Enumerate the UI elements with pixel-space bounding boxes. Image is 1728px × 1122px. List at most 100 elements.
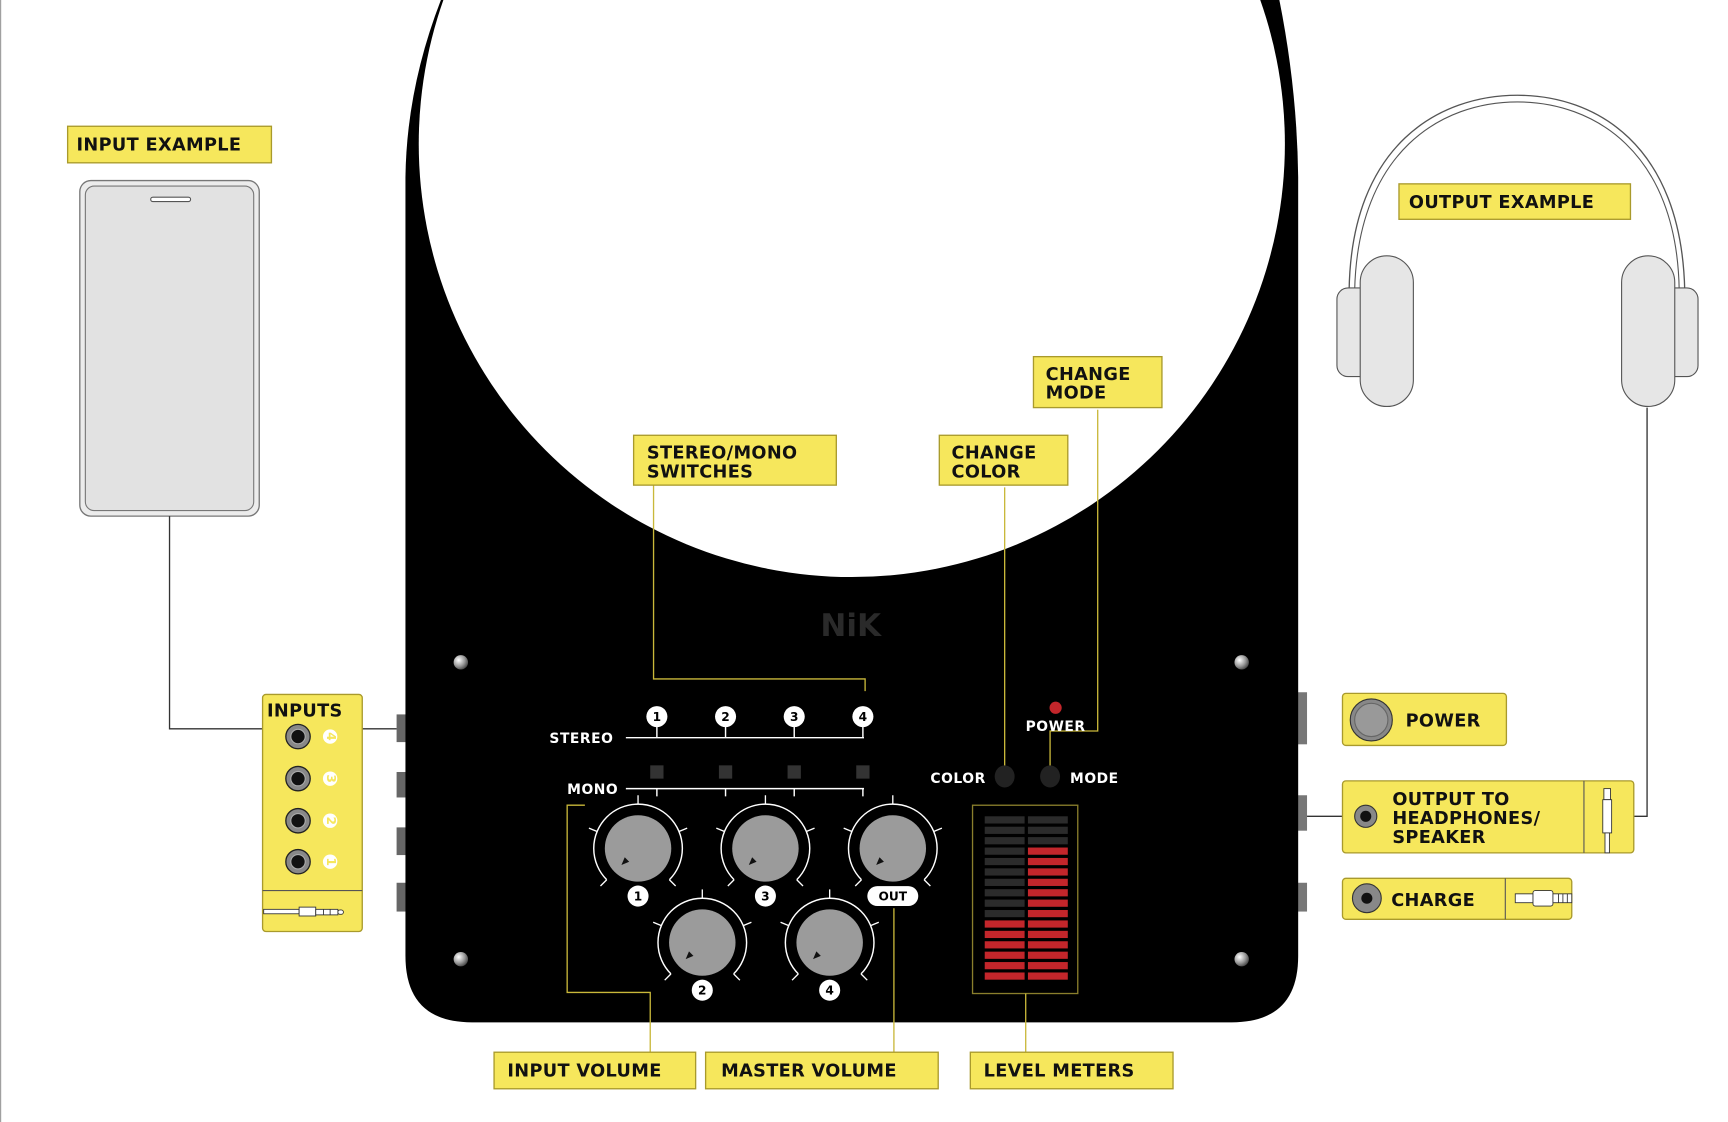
power-led-label: POWER	[1026, 719, 1086, 735]
callout-change-mode: CHANGE MODE	[1032, 355, 1163, 409]
stereo-switch-1[interactable]	[646, 706, 668, 728]
meter-segment-right	[1027, 847, 1068, 855]
meter-segment-left	[984, 951, 1025, 959]
mono-switch-1[interactable]	[650, 765, 664, 779]
svg-text:COLOR: COLOR	[952, 462, 1021, 482]
callout-change-color: CHANGE COLOR	[938, 434, 1069, 486]
meter-segment-left	[984, 920, 1025, 928]
svg-text:INPUT VOLUME: INPUT VOLUME	[507, 1062, 661, 1082]
meter-segment-right	[1027, 868, 1068, 876]
volume-knob-3[interactable]	[732, 815, 799, 882]
color-button[interactable]	[994, 765, 1015, 788]
meter-segment-left	[984, 930, 1025, 939]
meter-segment-left	[984, 816, 1025, 824]
svg-text:MODE: MODE	[1046, 384, 1107, 404]
brand-logo: NiK	[820, 608, 882, 644]
knob-label: 2	[698, 984, 706, 998]
turntable-platter	[418, 0, 1285, 577]
knob-pointer-icon	[685, 951, 694, 960]
switch-number: 3	[790, 710, 798, 724]
charge-port-panel: CHARGE	[1341, 877, 1573, 920]
meter-segment-right	[1027, 878, 1068, 886]
meter-segment-left	[984, 857, 1025, 866]
volume-knob-4[interactable]	[796, 909, 863, 976]
volume-knob-OUT[interactable]	[859, 815, 927, 882]
input-number-badge	[322, 813, 338, 828]
meter-segment-right	[1027, 941, 1068, 949]
meter-segment-left	[984, 889, 1025, 897]
knob-pointer-icon	[876, 857, 884, 866]
meter-segment-right	[1027, 826, 1068, 834]
meter-segment-right	[1027, 899, 1068, 907]
stereo-switch-4[interactable]	[852, 706, 874, 728]
svg-text:SPEAKER: SPEAKER	[1392, 828, 1485, 848]
volume-knob-2[interactable]	[669, 909, 736, 976]
svg-text:CHARGE: CHARGE	[1391, 891, 1475, 911]
svg-text:LEVEL METERS: LEVEL METERS	[984, 1062, 1135, 1082]
meter-segment-left	[984, 837, 1025, 845]
knob-label: OUT	[879, 889, 908, 903]
switch-number: 2	[721, 710, 729, 724]
meter-segment-left	[984, 826, 1025, 834]
callout-input-example: INPUT EXAMPLE	[66, 125, 273, 164]
meter-segment-left	[984, 878, 1025, 886]
phone-speaker-icon	[150, 196, 192, 203]
knob-pointer-icon	[813, 951, 821, 960]
headphones-output-example	[1336, 94, 1699, 408]
meter-segment-left	[984, 972, 1025, 980]
aux-plug-icon	[263, 906, 344, 917]
meter-segment-left	[984, 868, 1025, 876]
color-button-label: COLOR	[930, 771, 985, 787]
svg-text:STEREO/MONO: STEREO/MONO	[647, 444, 797, 464]
charge-plug-icon	[1514, 890, 1573, 907]
power-button-panel[interactable]: POWER	[1341, 692, 1508, 747]
mono-switch-2[interactable]	[718, 765, 733, 779]
mode-button-label: MODE	[1070, 771, 1119, 787]
meter-segment-left	[984, 941, 1025, 949]
callout-level-meters: LEVEL METERS	[969, 1051, 1174, 1090]
mono-switch-4[interactable]	[856, 765, 870, 779]
meter-segment-left	[984, 899, 1025, 907]
svg-text:CHANGE: CHANGE	[1046, 365, 1131, 385]
switch-number: 4	[859, 710, 867, 724]
svg-text:INPUT EXAMPLE: INPUT EXAMPLE	[76, 136, 241, 156]
volume-knob-1[interactable]	[604, 815, 672, 882]
knob-pointer-icon	[621, 857, 630, 866]
meter-segment-left	[984, 910, 1025, 918]
callout-stereo-mono-switches: STEREO/MONO SWITCHES	[632, 434, 837, 486]
input-number-badge	[322, 854, 338, 869]
switch-number: 1	[653, 710, 661, 724]
knob-label: 1	[634, 889, 642, 903]
meter-segment-right	[1027, 910, 1068, 918]
mono-switch-3[interactable]	[787, 765, 801, 779]
input-number: 4	[324, 732, 338, 740]
stereo-switch-2[interactable]	[715, 706, 737, 728]
input-number: 2	[324, 816, 338, 824]
meter-segment-right	[1027, 972, 1068, 980]
inputs-label: INPUTS	[267, 702, 343, 722]
meter-segment-right	[1027, 889, 1068, 897]
mono-label: MONO	[567, 782, 618, 798]
callout-master-volume: MASTER VOLUME	[704, 1051, 939, 1090]
meter-segment-right	[1027, 951, 1068, 959]
svg-text:MASTER VOLUME: MASTER VOLUME	[721, 1062, 897, 1082]
svg-text:CHANGE: CHANGE	[952, 444, 1037, 464]
screws	[453, 655, 1249, 967]
knob-label: 3	[761, 889, 769, 903]
stereo-switch-3[interactable]	[783, 706, 805, 728]
output-jack-panel: OUTPUT TO HEADPHONES/ SPEAKER	[1341, 780, 1635, 854]
meter-segment-right	[1027, 837, 1068, 845]
input-number-badge	[322, 771, 338, 786]
input-number: 3	[324, 774, 338, 782]
callout-input-volume: INPUT VOLUME	[493, 1051, 697, 1090]
svg-text:OUTPUT EXAMPLE: OUTPUT EXAMPLE	[1409, 193, 1594, 213]
mode-button[interactable]	[1040, 765, 1061, 788]
svg-text:OUTPUT TO: OUTPUT TO	[1392, 790, 1509, 810]
meter-segment-left	[984, 847, 1025, 855]
svg-text:POWER: POWER	[1406, 712, 1481, 732]
svg-text:SWITCHES: SWITCHES	[647, 462, 753, 482]
knob-pointer-icon	[748, 857, 757, 866]
svg-text:HEADPHONES/: HEADPHONES/	[1392, 809, 1540, 829]
